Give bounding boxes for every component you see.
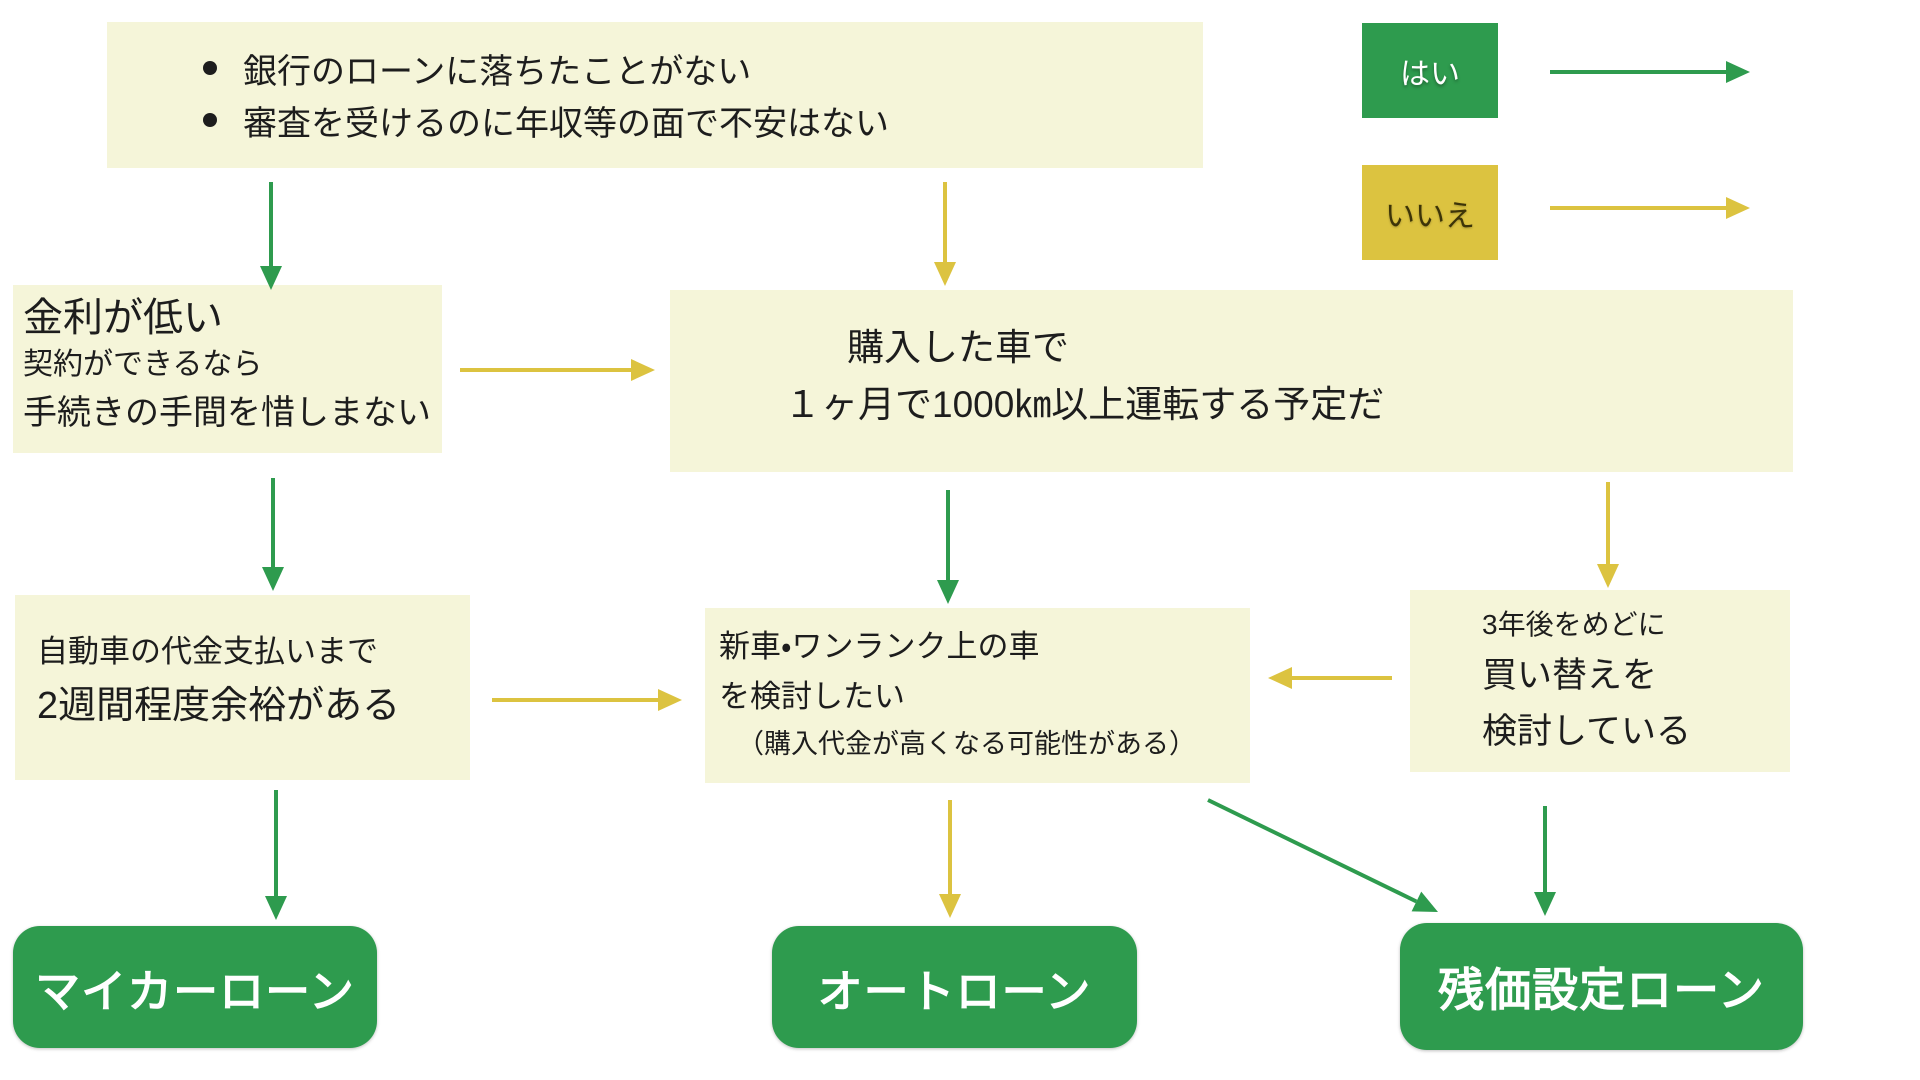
criteria-box: 銀行のローンに落ちたことがない 審査を受けるのに年収等の面で不安はない	[107, 22, 1203, 168]
box-line: 新車・ワンランク上の車	[719, 629, 1040, 664]
payment-margin-box: 自動車の代金支払いまで 2週間程度余裕がある	[15, 595, 470, 780]
mycar-loan-node: マイカーローン	[13, 926, 377, 1048]
box-line: を検討したい	[719, 679, 905, 714]
low-interest-box: 金利が低い 契約ができるなら 手続きの手間を惜しまない	[13, 285, 442, 453]
arrow-interest-to-mileage	[460, 359, 655, 381]
legend-no-arrow	[1550, 197, 1750, 219]
box-line: 購入した車で	[847, 327, 1069, 368]
bullet-dot-icon	[203, 113, 217, 127]
arrow-payment-to-newcar	[492, 689, 682, 711]
arrow-payment-to-mycar	[265, 790, 287, 920]
box-line: 金利が低い	[23, 296, 223, 340]
arrow-replace-to-residual	[1534, 806, 1556, 916]
box-line: （購入代金が高くなる可能性がある）	[737, 729, 1196, 759]
legend-yes-arrow	[1550, 61, 1750, 83]
legend-yes-chip: はい	[1362, 23, 1498, 118]
box-line: 手続きの手間を惜しまない	[23, 394, 431, 432]
arrow-interest-to-payment	[262, 478, 284, 591]
box-line: 検討している	[1482, 712, 1691, 751]
bullet-dot-icon	[203, 61, 217, 75]
criteria-item: 審査を受けるのに年収等の面で不安はない	[203, 94, 1203, 146]
residual-loan-node: 残価設定ローン	[1400, 923, 1803, 1050]
arrow-newcar-to-auto	[939, 800, 961, 918]
arrow-newcar-to-residual	[1207, 798, 1438, 912]
replace-in-3-years-box: 3年後をめどに 買い替えを 検討している	[1410, 590, 1790, 772]
box-line: 自動車の代金支払いまで	[37, 634, 378, 669]
arrow-mileage-to-newcar	[937, 490, 959, 604]
auto-loan-node: オートローン	[772, 926, 1137, 1048]
mileage-box: 購入した車で １ヶ月で1000㎞以上運転する予定だ	[670, 290, 1793, 472]
arrow-mileage-to-replace	[1597, 482, 1619, 588]
criteria-item: 銀行のローンに落ちたことがない	[203, 42, 1203, 94]
box-line: １ヶ月で1000㎞以上運転する予定だ	[784, 384, 1385, 425]
box-line: 買い替えを	[1482, 656, 1658, 695]
arrow-criteria-to-interest	[260, 182, 282, 290]
criteria-text: 銀行のローンに落ちたことがない	[243, 52, 752, 91]
box-line: 3年後をめどに	[1482, 609, 1666, 640]
legend-no-chip: いいえ	[1362, 165, 1498, 260]
new-car-box: 新車・ワンランク上の車 を検討したい （購入代金が高くなる可能性がある）	[705, 608, 1250, 783]
box-line: 契約ができるなら	[23, 348, 263, 381]
criteria-text: 審査を受けるのに年収等の面で不安はない	[243, 104, 889, 143]
arrow-criteria-to-mileage	[934, 182, 956, 286]
box-line: 2週間程度余裕がある	[37, 685, 401, 727]
arrow-replace-to-newcar	[1268, 667, 1392, 689]
